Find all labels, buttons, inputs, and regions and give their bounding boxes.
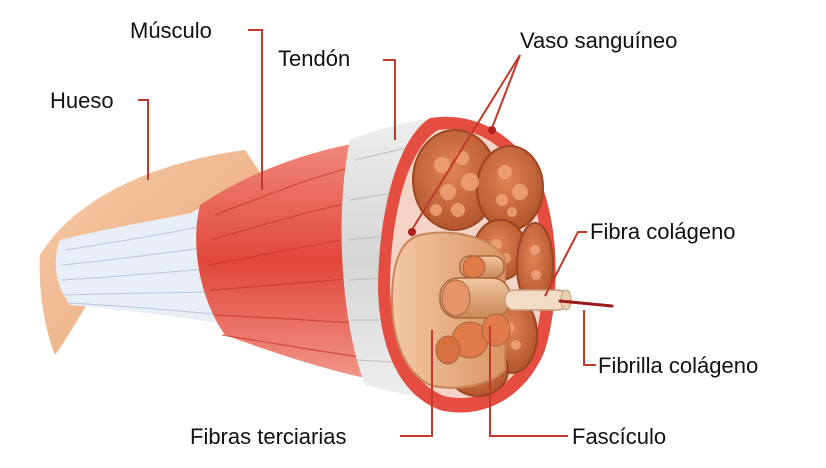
label-blood-vessel: Vaso sanguíneo xyxy=(520,28,677,53)
collagen-fiber-rod xyxy=(505,290,567,310)
leader-bone xyxy=(138,100,148,180)
label-collagen-fiber: Fibra colágeno xyxy=(590,219,736,244)
leader-collagen-fibril xyxy=(584,310,596,365)
label-collagen-fibril: Fibrilla colágeno xyxy=(598,353,758,378)
label-muscle: Músculo xyxy=(130,18,212,43)
blood-vessel-dot-left xyxy=(408,228,416,236)
label-tertiary-fibers: Fibras terciarias xyxy=(190,424,346,449)
leader-vessel-1 xyxy=(492,55,520,128)
label-fascicle: Fascículo xyxy=(572,424,666,449)
label-bone: Hueso xyxy=(50,88,114,113)
fascicle-top-right xyxy=(477,146,543,230)
label-tendon: Tendón xyxy=(278,46,350,71)
